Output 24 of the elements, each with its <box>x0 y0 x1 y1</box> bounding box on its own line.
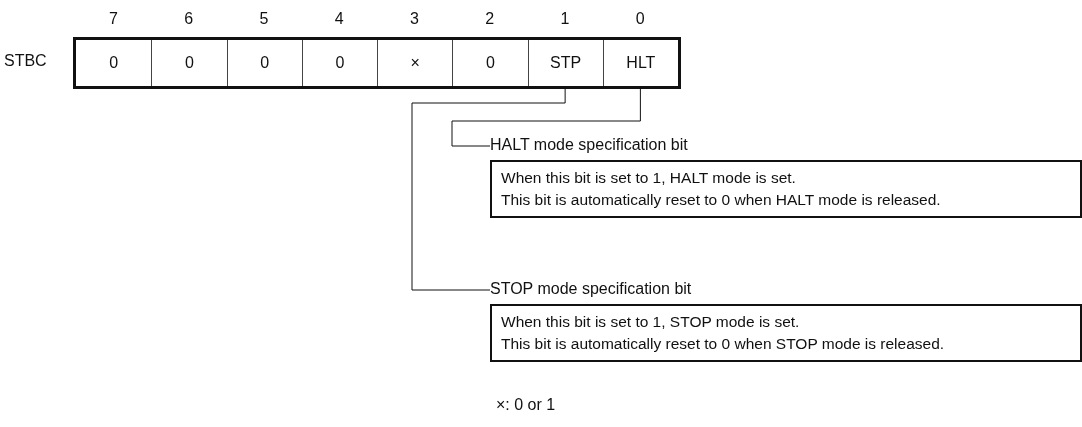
legend-note: ×: 0 or 1 <box>496 396 556 414</box>
bit-number: 1 <box>559 10 571 28</box>
description-box: When this bit is set to 1, STOP mode is set. This bit is automatically reset to 0 when STOP mode is released. <box>490 304 1082 362</box>
register-bit-cell: 0 <box>151 40 227 86</box>
bit-number: 3 <box>409 10 420 28</box>
bit-description-heading: STOP mode specification bit <box>490 280 692 298</box>
register-bit-cell: HLT <box>602 40 678 86</box>
bit-number: 4 <box>333 10 345 28</box>
bit-description-heading: HALT mode specification bit <box>490 136 688 154</box>
register-bit-cell: 0 <box>226 40 302 86</box>
leader-line <box>451 88 641 147</box>
register-bit-cell: 0 <box>452 40 528 86</box>
bit-number: 0 <box>634 10 646 28</box>
bit-number: 6 <box>183 10 195 28</box>
register-bit-cell: STP <box>527 40 603 86</box>
description-box: When this bit is set to 1, HALT mode is set. This bit is automatically reset to 0 when HALT mode is released. <box>490 160 1082 218</box>
bit-number: 5 <box>258 10 270 28</box>
register-bit-cell: 0 <box>76 40 152 86</box>
register-name: STBC <box>4 52 47 70</box>
bit-number: 7 <box>108 10 119 28</box>
leader-line <box>411 88 566 291</box>
register-bit-cell: 0 <box>301 40 377 86</box>
register-bit-cell: × <box>377 40 453 86</box>
bit-number: 2 <box>484 10 496 28</box>
